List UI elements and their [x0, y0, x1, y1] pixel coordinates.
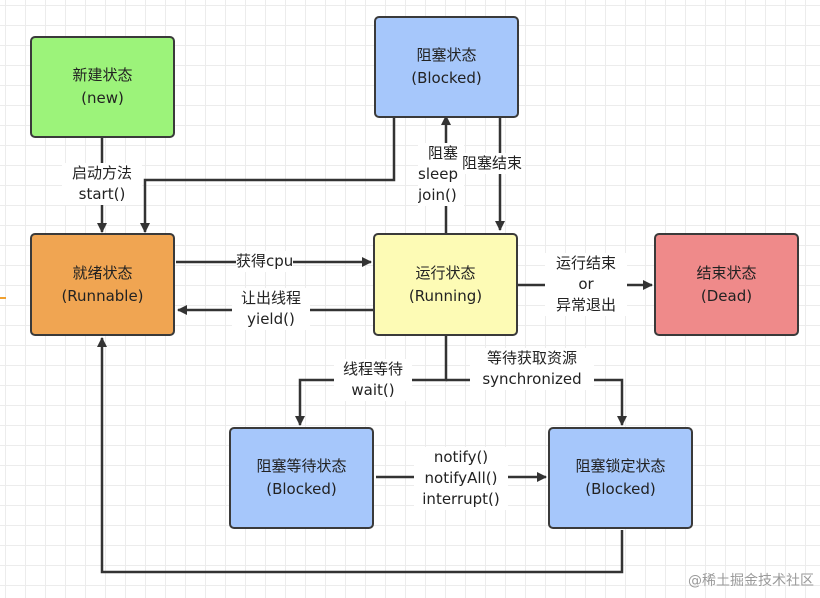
- label-notify-line3: interrupt(): [422, 490, 500, 508]
- label-block-end-line1: 阻塞结束: [462, 154, 523, 172]
- node-blocked-wait-name: 阻塞等待状态: [256, 457, 347, 475]
- label-wait-line2: wait(): [351, 381, 395, 399]
- label-yield-line2: yield(): [247, 310, 295, 328]
- label-sync-line1: 等待获取资源: [486, 349, 577, 367]
- node-blocked: 阻塞状态 (Blocked): [374, 16, 519, 118]
- node-blocked-wait-sub: (Blocked): [266, 480, 337, 498]
- label-wait: 线程等待 wait(): [334, 359, 412, 401]
- label-block-line2: sleep: [418, 165, 458, 183]
- arrow-blocked-to-runnable: [140, 118, 396, 233]
- node-new-name: 新建状态: [72, 66, 133, 84]
- label-run-end-line1: 运行结束: [555, 254, 616, 272]
- node-dead-sub: (Dead): [700, 286, 753, 305]
- node-new: 新建状态 (new): [30, 36, 175, 138]
- label-run-end-line3: 异常退出: [555, 296, 616, 314]
- label-start: 启动方法 start(): [62, 163, 142, 205]
- node-blocked-wait: 阻塞等待状态 (Blocked): [229, 427, 374, 529]
- node-runnable-name: 就绪状态: [72, 263, 133, 282]
- label-start-line2: start(): [78, 185, 126, 203]
- node-blocked-lock-sub: (Blocked): [585, 480, 656, 498]
- label-run-end: 运行结束 or 异常退出: [545, 253, 627, 316]
- label-get-cpu: 获得cpu: [236, 251, 294, 272]
- label-notify-line2: notifyAll(): [424, 469, 498, 487]
- node-blocked-lock-name: 阻塞锁定状态: [575, 457, 666, 475]
- label-block: 阻塞 sleep join(): [418, 143, 464, 206]
- label-start-line1: 启动方法: [71, 164, 132, 182]
- node-runnable: 就绪状态 (Runnable): [30, 233, 175, 336]
- label-block-line1: 阻塞: [428, 144, 459, 162]
- label-notify-line1: notify(): [433, 448, 489, 466]
- label-sync: 等待获取资源 synchronized: [470, 348, 594, 390]
- node-running: 运行状态 (Running): [373, 233, 518, 336]
- node-blocked-name: 阻塞状态: [416, 46, 477, 64]
- label-block-end: 阻塞结束: [462, 153, 523, 174]
- node-dead: 结束状态 (Dead): [654, 233, 799, 336]
- node-new-sub: (new): [81, 89, 124, 107]
- arrow-lock-to-runnable: [97, 337, 624, 574]
- label-yield: 让出线程 yield(): [232, 288, 310, 330]
- node-blocked-lock: 阻塞锁定状态 (Blocked): [548, 427, 693, 529]
- node-dead-name: 结束状态: [696, 263, 757, 282]
- label-get-cpu-line1: 获得cpu: [236, 252, 294, 270]
- watermark: @稀土掘金技术社区: [688, 573, 814, 589]
- label-run-end-line2: or: [578, 275, 594, 293]
- label-sync-line2: synchronized: [482, 370, 582, 388]
- node-running-sub: (Running): [408, 286, 483, 305]
- label-block-line3: join(): [418, 186, 457, 204]
- node-runnable-sub: (Runnable): [61, 286, 144, 305]
- label-notify: notify() notifyAll() interrupt(): [414, 447, 508, 510]
- label-yield-line1: 让出线程: [240, 289, 301, 307]
- node-blocked-sub: (Blocked): [411, 69, 482, 87]
- edge-marker: [0, 297, 6, 299]
- node-running-name: 运行状态: [415, 263, 476, 282]
- label-wait-line1: 线程等待: [342, 360, 403, 378]
